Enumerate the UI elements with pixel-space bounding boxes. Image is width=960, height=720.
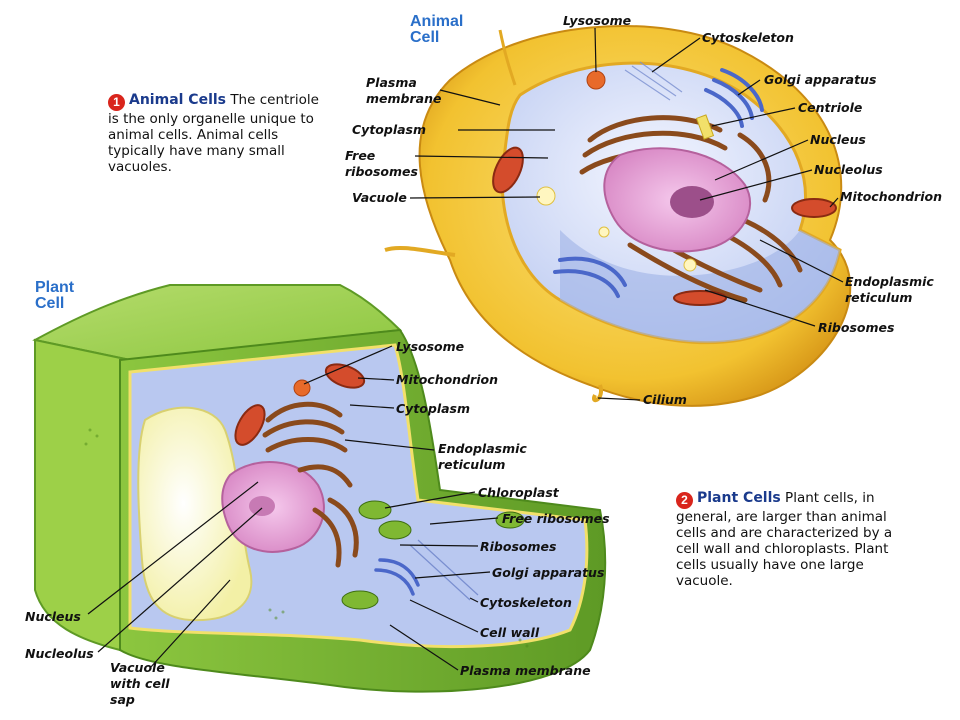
animal-label-er-1: Endoplasmic	[845, 274, 934, 289]
plant-label-cytoplasm: Cytoplasm	[396, 401, 471, 416]
animal-label-nucleolus: Nucleolus	[814, 162, 883, 177]
plant-label-lysosome: Lysosome	[396, 339, 465, 354]
animal-number-badge: 1	[108, 94, 125, 111]
animal-label-mitochondrion: Mitochondrion	[840, 189, 942, 204]
animal-label-free-ribosomes-1: Free	[345, 148, 376, 163]
animal-description-text: The centriole is the only organelle uniq…	[108, 92, 319, 175]
animal-cilium	[592, 384, 604, 403]
animal-mitochondrion-1	[492, 146, 524, 194]
animal-description-heading: Animal Cells	[129, 92, 227, 108]
plant-label-golgi: Golgi apparatus	[492, 565, 605, 580]
plant-chloroplasts	[341, 500, 525, 610]
animal-mitochondrion-2	[791, 198, 837, 218]
animal-title-line1: Animal	[410, 13, 464, 30]
plant-leader-lines	[87, 345, 499, 671]
plant-vacuole	[137, 406, 253, 622]
animal-nucleolus	[670, 186, 714, 218]
plant-number-badge: 2	[676, 492, 693, 509]
plant-label-free-ribosomes: Free ribosomes	[502, 511, 610, 526]
animal-label-er-2: reticulum	[845, 290, 913, 305]
animal-label-cytoplasm: Cytoplasm	[352, 122, 427, 137]
plant-golgi	[374, 558, 420, 596]
animal-centriole	[695, 114, 715, 140]
plant-description-text: Plant cells, in general, are larger than…	[676, 490, 893, 589]
animal-label-centriole: Centriole	[798, 100, 863, 115]
plant-title-line2: Cell	[35, 295, 65, 312]
animal-cell-title: Animal Cell	[410, 14, 463, 46]
animal-label-golgi: Golgi apparatus	[764, 72, 877, 87]
plant-label-er-1: Endoplasmic	[438, 441, 527, 456]
plant-label-vacuole-3: sap	[110, 692, 135, 707]
animal-label-nucleus: Nucleus	[810, 132, 866, 147]
animal-label-plasma-membrane-1: Plasma	[366, 75, 417, 90]
animal-label-cilium: Cilium	[643, 392, 687, 407]
plant-title-line1: Plant	[35, 279, 75, 296]
plant-label-vacuole-1: Vacuole	[110, 660, 165, 675]
animal-label-cytoskeleton: Cytoskeleton	[702, 30, 794, 45]
animal-cell-illustration	[384, 25, 852, 407]
plant-label-nucleus: Nucleus	[25, 609, 81, 624]
plant-cell-illustration	[32, 284, 607, 693]
animal-label-plasma-membrane-2: membrane	[366, 91, 442, 106]
plant-cell-wall-top	[32, 284, 403, 362]
animal-label-lysosome: Lysosome	[563, 13, 632, 28]
plant-label-vacuole-2: with cell	[110, 676, 170, 691]
plant-label-nucleolus: Nucleolus	[25, 646, 94, 661]
plant-label-chloroplast: Chloroplast	[478, 485, 559, 500]
plant-cell-title: Plant Cell	[35, 280, 74, 312]
plant-description-heading: Plant Cells	[697, 490, 781, 506]
plant-label-ribosomes: Ribosomes	[480, 539, 557, 554]
plant-label-cytoskeleton: Cytoskeleton	[480, 595, 572, 610]
plant-er	[262, 401, 359, 568]
plant-label-plasma-membrane: Plasma membrane	[460, 663, 591, 678]
animal-lysosome	[586, 70, 606, 90]
animal-label-free-ribosomes-2: ribosomes	[345, 164, 418, 179]
animal-label-vacuole: Vacuole	[352, 190, 407, 205]
plant-nucleolus	[249, 496, 275, 516]
plant-label-mitochondrion: Mitochondrion	[396, 372, 498, 387]
plant-label-er-2: reticulum	[438, 457, 506, 472]
animal-title-line2: Cell	[410, 29, 440, 46]
plant-label-cell-wall: Cell wall	[480, 625, 540, 640]
animal-vacuole	[536, 186, 556, 206]
plant-lysosome	[293, 379, 311, 397]
animal-label-ribosomes: Ribosomes	[818, 320, 895, 335]
animal-leader-lines	[409, 27, 844, 401]
